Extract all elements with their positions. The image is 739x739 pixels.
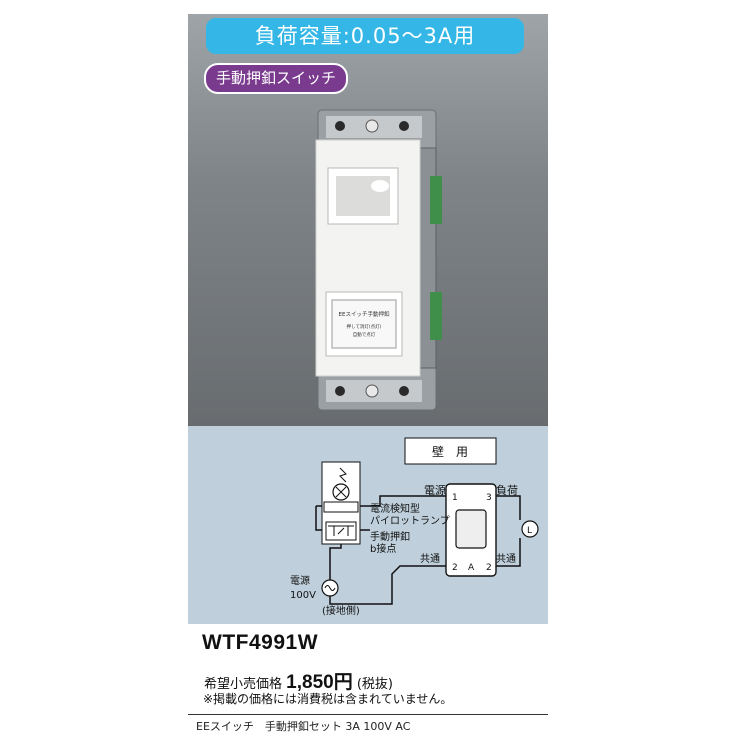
- source-label-1: 電源: [290, 574, 310, 587]
- terminal-2-right: 2: [486, 563, 492, 573]
- load-symbol: [521, 520, 539, 538]
- terminal-3: 3: [486, 493, 492, 503]
- button-label-1: 手動押釦: [370, 530, 410, 543]
- terminal-1: 1: [452, 493, 458, 503]
- terminal-block-bottom: [430, 292, 442, 340]
- button-label-line2: 押して消灯(点灯): [347, 323, 382, 330]
- load-capacity-badge: 負荷容量:0.05〜3A用: [206, 18, 524, 54]
- button-label-2: b接点: [370, 542, 396, 555]
- button-label-line1: EEスイッチ手動押釦: [339, 310, 390, 318]
- common-label-right: 共通: [496, 553, 516, 565]
- mount-type-box: [404, 437, 497, 465]
- divider: [188, 714, 548, 715]
- pilot-lamp-label-2: パイロットランプ: [370, 515, 450, 527]
- terminal-a: A: [468, 563, 475, 573]
- price-line: 希望小売価格 1,850円 (税抜): [204, 667, 393, 694]
- button-label-line3: 自動で点灯: [353, 331, 376, 338]
- terminal-block-top: [430, 176, 442, 224]
- price-value: 1,850円: [286, 672, 353, 693]
- load-symbol-label: L: [527, 526, 532, 536]
- load-label: 負荷: [496, 484, 518, 497]
- product-photo: EEスイッチ手動押釦 押して消灯(点灯) 自動で点灯: [315, 109, 442, 411]
- mount-label: 壁 用: [432, 444, 468, 459]
- ground-side-label: (接地側): [322, 604, 360, 617]
- common-label-left: 共通: [420, 553, 440, 565]
- switch-type-badge: 手動押釦スイッチ: [204, 63, 348, 94]
- model-number: WTF4991W: [202, 631, 319, 654]
- price-label: 希望小売価格: [204, 677, 283, 692]
- product-description: EEスイッチ 手動押釦セット 3A 100V AC: [196, 720, 411, 733]
- pilot-lamp-label-1: 電流検知型: [370, 502, 420, 515]
- source-label-2: 100V: [290, 590, 316, 601]
- terminal-2-left: 2: [452, 563, 458, 573]
- tax-note: (税抜): [356, 677, 393, 692]
- power-label: 電源: [424, 483, 446, 497]
- consumption-tax-note: ※掲載の価格には消費税は含まれていません。: [203, 692, 453, 706]
